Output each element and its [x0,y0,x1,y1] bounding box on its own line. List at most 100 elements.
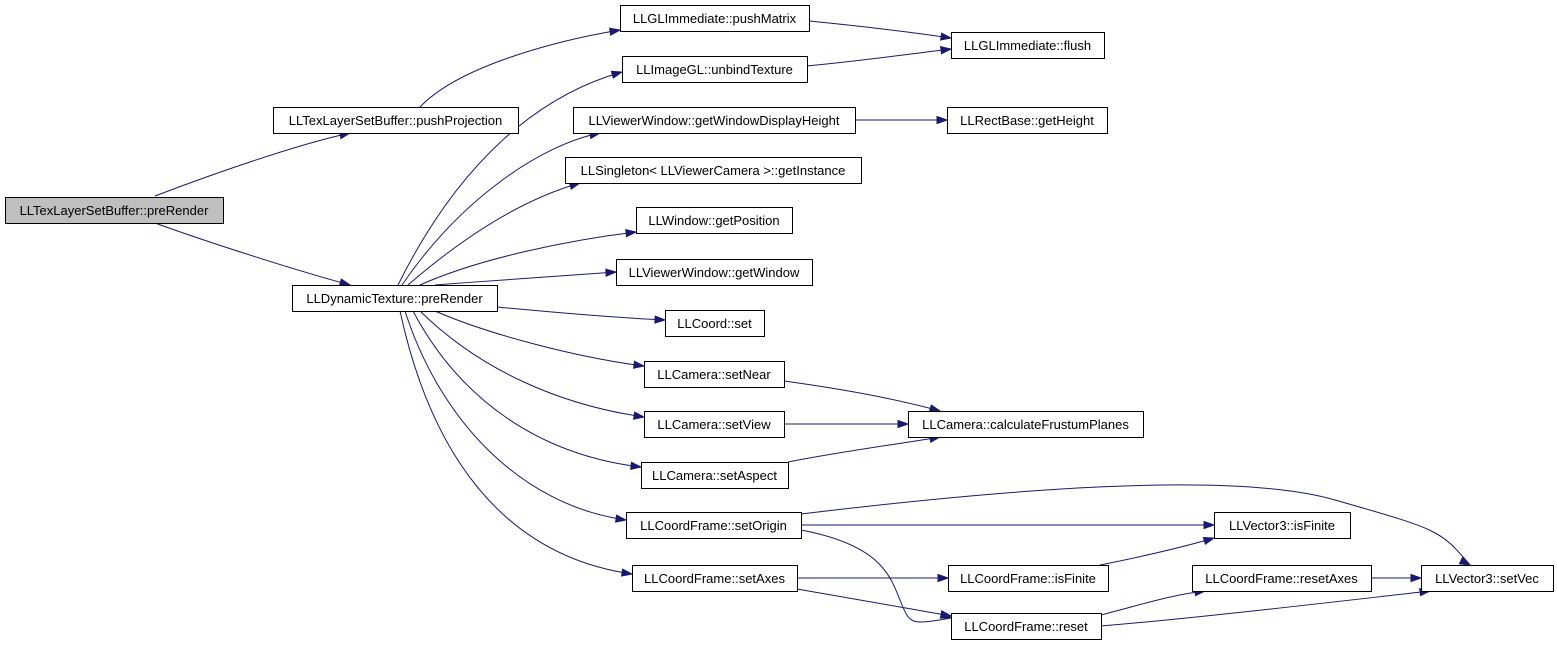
node-setNear[interactable]: LLCamera::setNear [644,361,785,388]
node-label: LLCoord::set [677,316,752,331]
node-cfIsFinite[interactable]: LLCoordFrame::isFinite [948,565,1109,592]
node-box [641,462,789,489]
edge-line [1100,590,1431,627]
edge-dynPreRender-setAxes [399,310,634,577]
edge-reset-setVec [1100,587,1432,627]
node-box [644,411,785,438]
node-box [292,285,498,312]
edge-line [783,380,941,412]
node-coordSet[interactable]: LLCoord::set [665,310,765,337]
node-box [665,310,765,337]
node-box [948,565,1109,592]
node-label: LLGLImmediate::flush [964,38,1091,53]
node-pushMatrix[interactable]: LLGLImmediate::pushMatrix [620,5,810,32]
node-setOrigin[interactable]: LLCoordFrame::setOrigin [626,512,802,539]
edge-unbindTexture-flush [806,46,953,67]
edge-arrowhead [1458,556,1472,566]
edge-arrowhead [630,461,643,470]
node-box [616,259,813,286]
node-setVec[interactable]: LLVector3::setVec [1421,565,1554,592]
edge-arrowhead [1410,573,1423,583]
edge-line [1100,590,1206,616]
edge-line [796,588,952,617]
node-flush[interactable]: LLGLImmediate::flush [951,32,1105,59]
edge-arrowhead [1203,520,1216,530]
node-resetAxes[interactable]: LLCoordFrame::resetAxes [1192,565,1372,592]
edge-arrowhead [940,32,953,41]
edge-arrowhead [610,70,624,79]
node-box [644,361,785,388]
edge-getWDH-getHeight [855,115,949,125]
edge-root-dynPreRender [154,222,352,287]
edge-arrowhead [633,360,646,369]
edge-line [434,271,617,286]
edge-reset-resetAxes [1100,588,1207,616]
node-setAxes[interactable]: LLCoordFrame::setAxes [632,565,798,592]
node-getHeight[interactable]: LLRectBase::getHeight [947,107,1108,134]
edge-resetAxes-setVec [1371,573,1423,583]
node-box [951,32,1105,59]
node-root[interactable]: LLTexLayerSetBuffer::preRender [5,197,224,224]
node-label: LLCoordFrame::isFinite [960,571,1096,586]
edge-setAxes-cfIsFinite [797,573,950,583]
edge-line [397,71,623,286]
edge-line [154,222,351,286]
node-label: LLVector3::setVec [1435,571,1539,586]
edge-arrowhead [939,610,953,619]
edge-dynPreRender-setOrigin [404,310,628,523]
edge-cfIsFinite-vecIsFinite [1099,536,1216,566]
edge-dynPreRender-coordSet [496,306,667,324]
node-label: LLViewerWindow::getWindow [629,265,800,280]
edge-setOrigin-setVec [800,484,1472,566]
edge-arrowhead [625,229,638,238]
node-pushProjection[interactable]: LLTexLayerSetBuffer::pushProjection [273,107,519,134]
edge-line [434,310,645,367]
node-calcFrustum[interactable]: LLCamera::calculateFrustumPlanes [908,411,1144,438]
node-layer: LLTexLayerSetBuffer::preRender LLTexLayer… [5,5,1554,640]
edge-dynPreRender-setAspect [412,310,643,470]
edge-setNear-calcFrustum [783,380,942,413]
node-label: LLGLImmediate::pushMatrix [633,11,797,26]
edge-line [419,310,645,418]
edge-line [419,231,637,286]
edge-line [399,310,633,575]
node-label: LLVector3::isFinite [1229,518,1335,533]
edge-arrowhead [338,278,352,287]
node-box [5,197,224,224]
edge-line [419,29,621,108]
edge-line [800,484,1471,566]
node-dynPreRender[interactable]: LLDynamicTexture::preRender [292,285,498,312]
node-unbindTexture[interactable]: LLImageGL::unbindTexture [622,56,808,83]
edge-arrowhead [615,514,628,523]
node-getInstance[interactable]: LLSingleton< LLViewerCamera >::getInstan… [565,157,862,184]
edge-arrowhead [621,568,634,577]
node-setAspect[interactable]: LLCamera::setAspect [641,462,789,489]
node-box [1214,512,1351,539]
node-label: LLDynamicTexture::preRender [306,291,483,306]
node-label: LLCamera::setNear [657,367,771,382]
edge-setOrigin-reset [800,529,953,623]
edge-dynPreRender-getInstance [407,181,582,286]
node-reset[interactable]: LLCoordFrame::reset [951,613,1102,640]
edge-arrowhead [605,268,618,277]
node-getPosition[interactable]: LLWindow::getPosition [636,207,793,234]
edge-arrowhead [928,404,942,413]
edge-setAspect-calcFrustum [787,434,942,463]
edge-arrowhead [940,46,953,55]
node-box [1192,565,1372,592]
node-getWDH[interactable]: LLViewerWindow::getWindowDisplayHeight [573,107,856,134]
edge-line [401,132,601,286]
edge-line [1099,537,1215,566]
node-getWindow[interactable]: LLViewerWindow::getWindow [616,259,813,286]
edge-dynPreRender-getPosition [419,229,638,286]
node-label: LLCoordFrame::setOrigin [640,518,787,533]
edge-dynPreRender-setView [419,310,646,420]
edge-arrowhead [608,27,622,36]
edge-arrowhead [937,573,950,583]
node-box [620,5,810,32]
edge-dynPreRender-getWDH [401,130,602,286]
node-setView[interactable]: LLCamera::setView [644,411,785,438]
node-box [908,411,1144,438]
node-vecIsFinite[interactable]: LLVector3::isFinite [1214,512,1351,539]
